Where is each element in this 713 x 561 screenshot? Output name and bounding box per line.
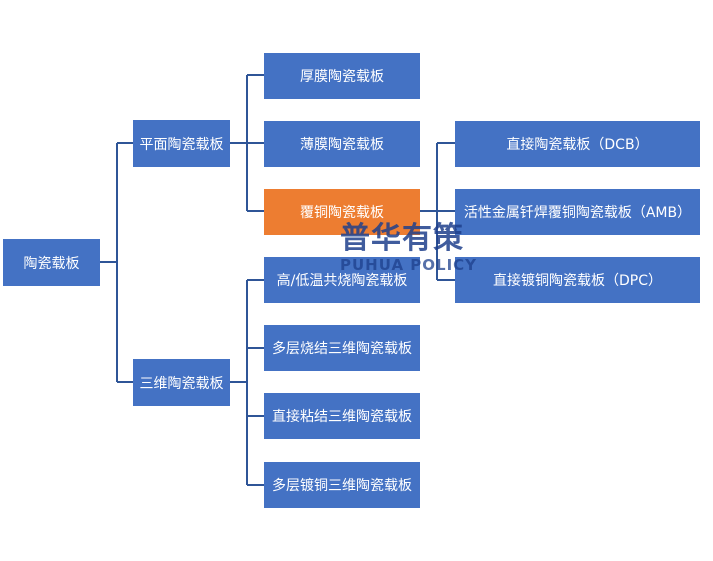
node-thin-film: 薄膜陶瓷载板 xyxy=(264,121,420,167)
node-amb: 活性金属钎焊覆铜陶瓷载板（AMB） xyxy=(455,189,700,235)
node-multilayer-plated: 多层镀铜三维陶瓷载板 xyxy=(264,462,420,508)
node-dpc: 直接镀铜陶瓷载板（DPC） xyxy=(455,257,700,303)
node-3d: 三维陶瓷载板 xyxy=(133,359,230,406)
node-planar: 平面陶瓷载板 xyxy=(133,120,230,167)
node-root: 陶瓷载板 xyxy=(3,239,100,286)
node-thick-film: 厚膜陶瓷载板 xyxy=(264,53,420,99)
node-dcb: 直接陶瓷载板（DCB） xyxy=(455,121,700,167)
node-direct-bonded: 直接粘结三维陶瓷载板 xyxy=(264,393,420,439)
node-ltcc-htcc: 高/低温共烧陶瓷载板 xyxy=(264,257,420,303)
node-copper-clad: 覆铜陶瓷载板 xyxy=(264,189,420,235)
node-multilayer-sintered: 多层烧结三维陶瓷载板 xyxy=(264,325,420,371)
